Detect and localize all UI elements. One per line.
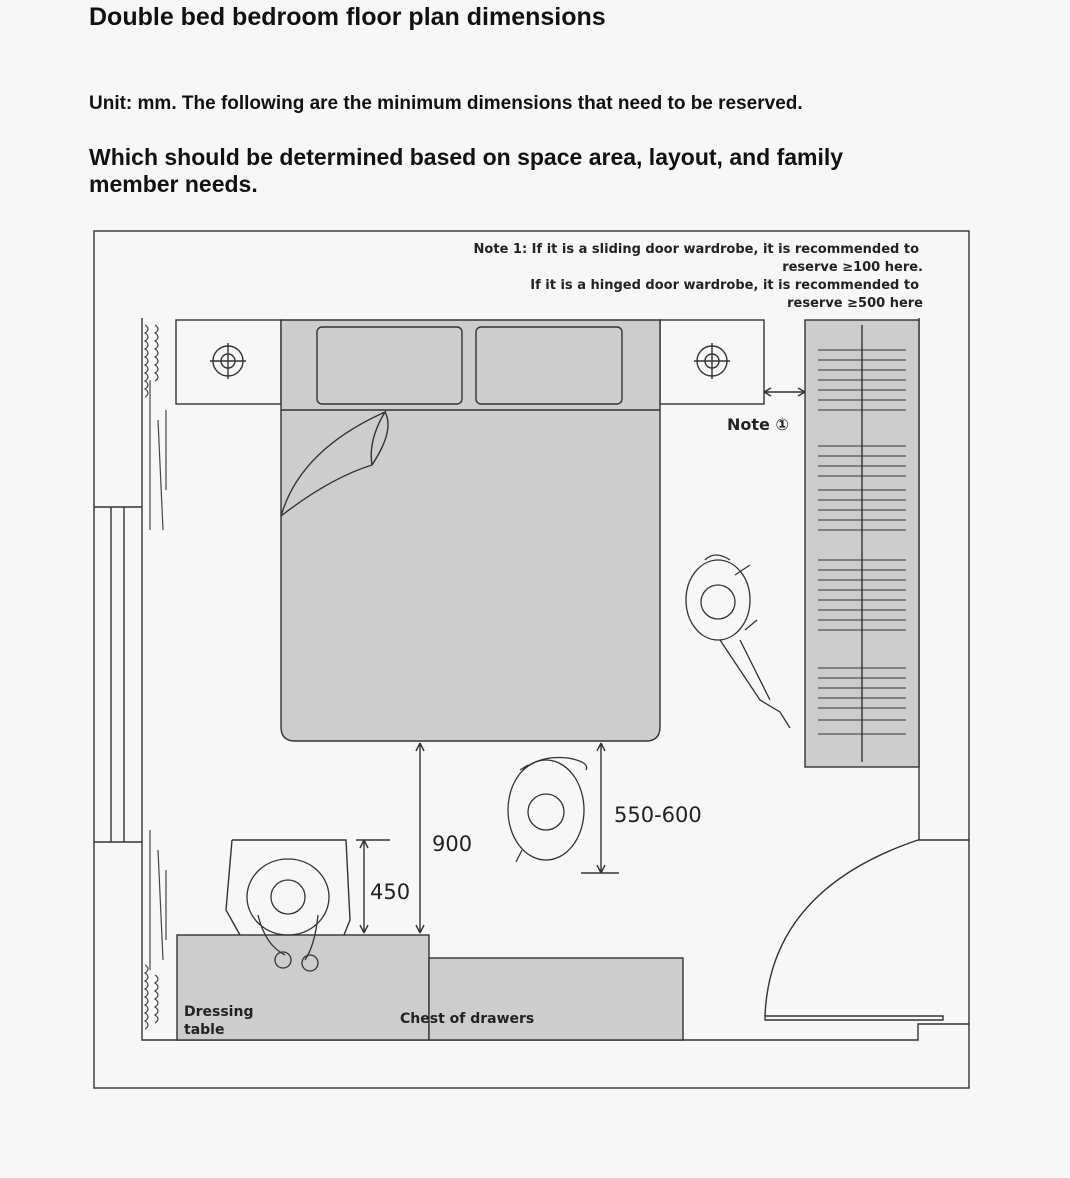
window — [94, 506, 142, 843]
note1-line4: reserve ≥500 here — [787, 296, 923, 311]
dimension-900-label: 900 — [432, 832, 472, 856]
note1-line3: If it is a hinged door wardrobe, it is r… — [530, 278, 919, 293]
page-title: Double bed bedroom floor plan dimensions — [89, 3, 606, 31]
dressing-chair — [225, 839, 351, 936]
curtain-icon — [143, 324, 167, 1030]
dressing-table-label-line1: Dressing — [184, 1004, 253, 1020]
determine-note: Which should be determined based on spac… — [89, 144, 844, 197]
double-bed — [280, 319, 661, 742]
note1-line2: reserve ≥100 here. — [782, 260, 923, 275]
door-swing-icon — [764, 839, 944, 1021]
dimension-550-600 — [581, 742, 619, 874]
dimension-450-label: 450 — [370, 880, 410, 904]
pillow-left — [316, 326, 463, 405]
lamp-icon — [210, 343, 246, 379]
dressing-table-label-line2: table — [184, 1022, 224, 1038]
dimension-550-600-label: 550-600 — [614, 803, 702, 827]
note1-line1: Note 1: If it is a sliding door wardrobe… — [474, 242, 920, 257]
note1-dimension-arrow — [763, 387, 806, 397]
person-icon — [246, 858, 330, 972]
person-icon — [685, 554, 791, 729]
lamp-icon — [694, 343, 730, 379]
dressing-table — [176, 934, 430, 1041]
hanger-icon — [818, 349, 906, 735]
chest-of-drawers-label: Chest of drawers — [400, 1011, 534, 1027]
blanket-fold — [280, 410, 389, 517]
dimension-450 — [356, 839, 390, 934]
note-marker: Note ① — [727, 415, 789, 434]
chest-of-drawers — [428, 957, 684, 1041]
unit-note: Unit: mm. The following are the minimum … — [89, 93, 803, 114]
person-icon — [507, 756, 588, 863]
dimension-900 — [415, 742, 425, 934]
pillow-right — [475, 326, 623, 405]
